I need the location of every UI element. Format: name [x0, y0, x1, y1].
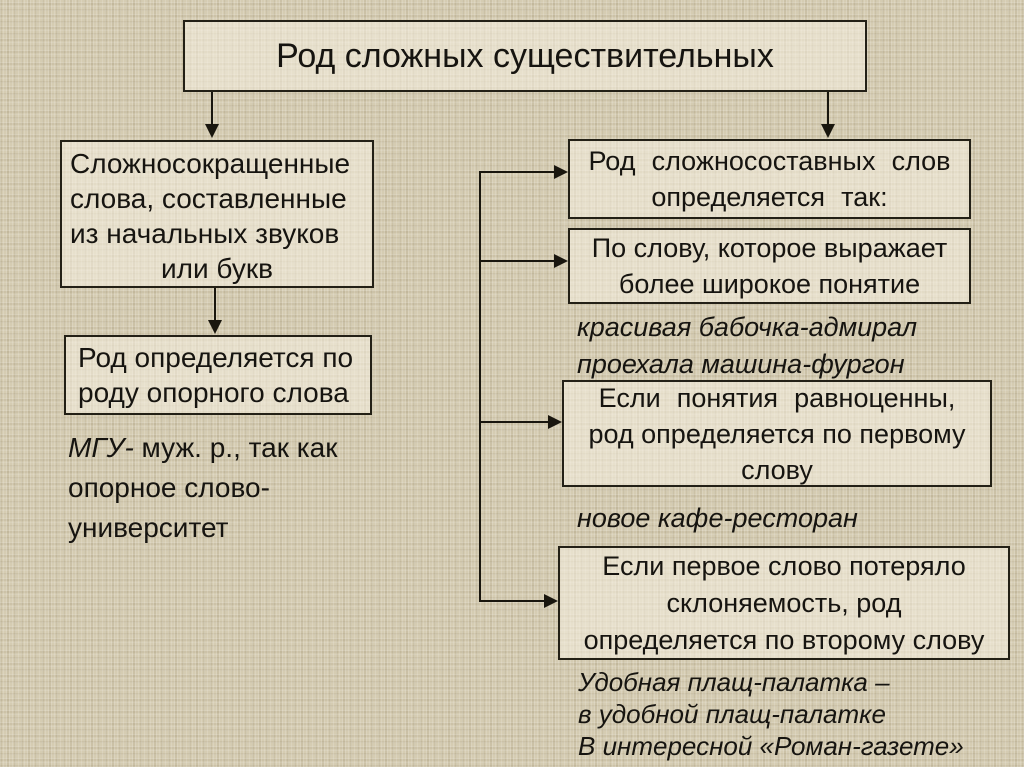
- connector-abbrev-to-rule: [214, 288, 216, 320]
- box-line: из начальных звуков: [70, 218, 340, 249]
- box-line: более широкое понятие: [618, 269, 921, 299]
- example-line: новое кафе-ресторан: [577, 503, 858, 533]
- example-text: муж. р., так как: [133, 432, 338, 463]
- connector-trunk: [479, 171, 481, 602]
- broad-concept-box: По слову, которое выражает более широкое…: [568, 228, 971, 304]
- box-line: определяется по второму слову: [583, 624, 985, 655]
- box-line: Род сложносоставных слов: [588, 146, 951, 176]
- compound-words-header-box: Род сложносоставных слов определяется та…: [568, 139, 971, 219]
- box-line: определяется так:: [651, 182, 888, 212]
- example-line: Удобная плащ-палатка –: [578, 667, 890, 697]
- example-line: проехала машина-фургон: [577, 349, 905, 379]
- example-line: университет: [68, 512, 229, 543]
- raincoat-example: Удобная плащ-палатка – в удобной плащ-па…: [578, 666, 964, 762]
- connector-branch-1: [479, 171, 555, 173]
- arrowhead-down-icon: [821, 124, 835, 138]
- mgu-example: МГУ- муж. р., так как опорное слово- уни…: [68, 428, 337, 548]
- connector-branch-2: [479, 260, 555, 262]
- arrowhead-right-icon: [554, 254, 568, 268]
- box-line: склоняемость, род: [666, 587, 902, 618]
- title-box: Род сложных существительных: [183, 20, 867, 92]
- example-line: опорное слово-: [68, 472, 270, 503]
- box-line: Если первое слово потеряло: [602, 550, 966, 581]
- box-line: род определяется по первому: [588, 418, 966, 449]
- arrowhead-down-icon: [208, 320, 222, 334]
- box-line: Если понятия равноценны,: [598, 382, 956, 413]
- example-line: в удобной плащ-палатке: [578, 699, 886, 729]
- lost-declension-box: Если первое слово потеряло склоняемость,…: [558, 546, 1010, 660]
- connector-branch-3: [479, 421, 548, 423]
- equal-concepts-box: Если понятия равноценны, род определяетс…: [562, 380, 992, 487]
- box-line: слова, составленные: [70, 183, 347, 214]
- abbrev-words-box: Сложносокращенные слова, составленные из…: [60, 140, 374, 288]
- box-line: Сложносокращенные: [70, 148, 351, 179]
- box-line: роду опорного слова: [78, 377, 349, 408]
- example-line: красивая бабочка-адмирал: [577, 312, 918, 342]
- butterfly-example: красивая бабочка-адмирал проехала машина…: [577, 309, 917, 383]
- connector-title-to-left: [211, 92, 213, 124]
- support-word-rule-box: Род определяется по роду опорного слова: [64, 335, 372, 415]
- box-line: или букв: [161, 253, 273, 284]
- abbrev-term: МГУ-: [68, 432, 134, 463]
- cafe-example: новое кафе-ресторан: [577, 500, 858, 537]
- arrowhead-right-icon: [548, 415, 562, 429]
- arrowhead-right-icon: [554, 165, 568, 179]
- box-line: Род определяется по: [78, 342, 354, 373]
- connector-title-to-right: [827, 92, 829, 124]
- box-line: По слову, которое выражает: [591, 233, 948, 263]
- arrowhead-right-icon: [544, 594, 558, 608]
- page-title: Род сложных существительных: [276, 37, 774, 75]
- connector-branch-4: [479, 600, 544, 602]
- example-line: В интересной «Роман-газете»: [578, 731, 964, 761]
- example-line: МГУ- муж. р., так как: [68, 428, 337, 468]
- box-line: слову: [741, 454, 813, 485]
- arrowhead-down-icon: [205, 124, 219, 138]
